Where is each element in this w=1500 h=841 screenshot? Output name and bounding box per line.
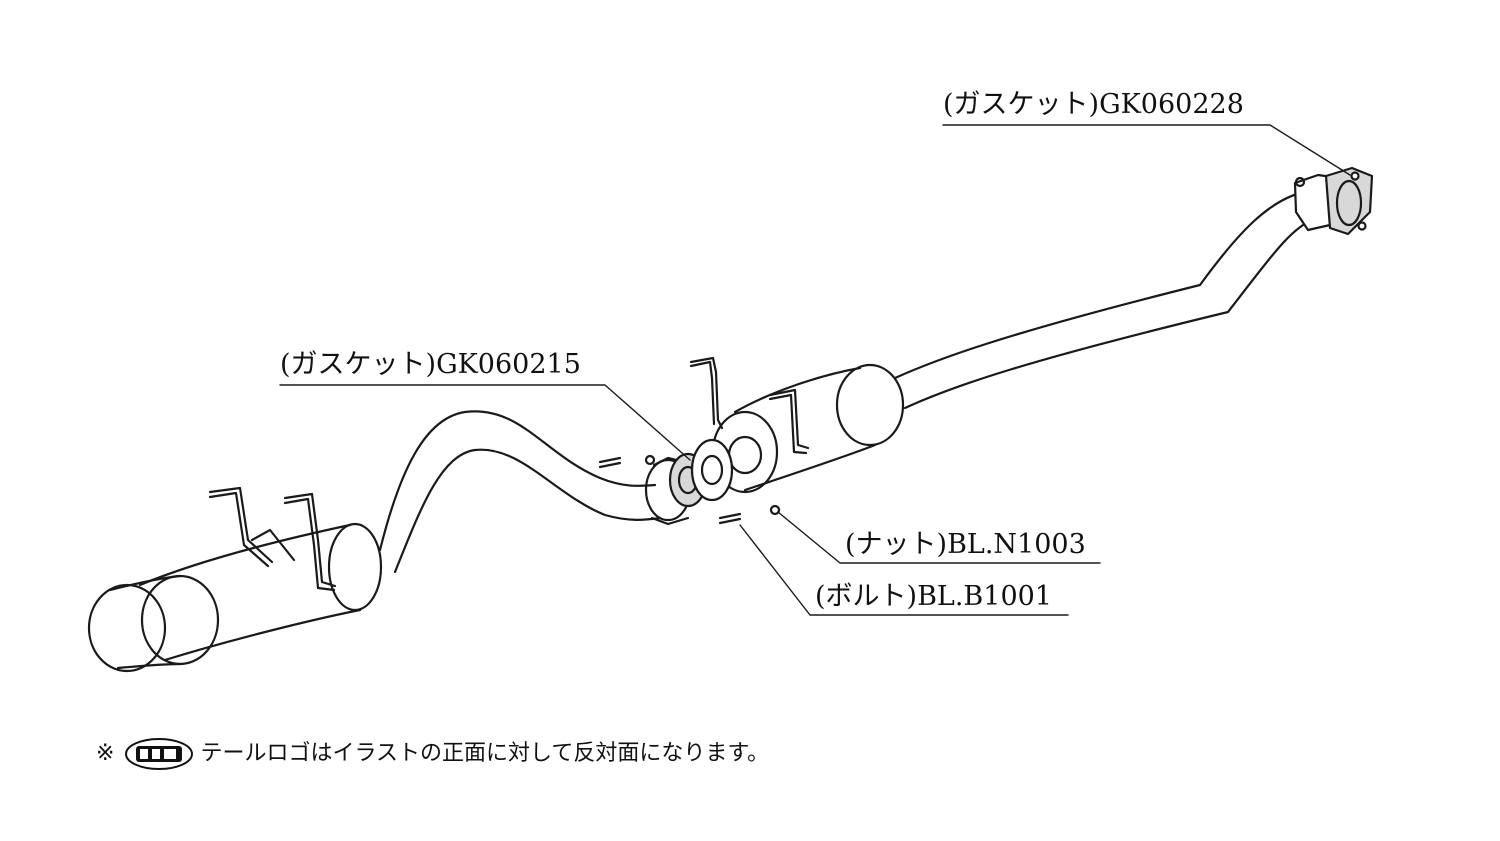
- callout-nut: (ナット)BL.N1003: [845, 529, 1086, 560]
- rear-muffler: [138, 522, 383, 662]
- leader-bolt: [739, 524, 1069, 616]
- callout-gasket-front: (ガスケット)GK060228: [943, 89, 1244, 120]
- note-text: テールロゴはイラストの正面に対して反対面になります。: [200, 741, 770, 766]
- leader-gasket-mid: [279, 384, 691, 461]
- gasket-mid: [668, 438, 734, 508]
- center-muffler: [711, 363, 905, 494]
- callout-gasket-mid: (ガスケット)GK060215: [280, 349, 581, 380]
- leader-gasket-front: [942, 124, 1351, 176]
- rear-hanger: [208, 486, 337, 592]
- gasket-front: [1324, 166, 1374, 236]
- leader-lines: [279, 124, 1351, 616]
- brand-logo-icon: [125, 738, 194, 770]
- callout-bolt: (ボルト)BL.B1001: [815, 581, 1052, 612]
- rear-pipe: [378, 410, 662, 574]
- front-pipe: [893, 190, 1318, 410]
- center-hanger: [689, 356, 810, 455]
- tail-tip: [87, 574, 220, 673]
- leader-nut: [777, 511, 1101, 564]
- tail-logo-note: ※ テールロゴはイラストの正面に対して反対面になります。: [96, 737, 769, 771]
- note-mark: ※: [96, 741, 115, 766]
- bolts-and-nuts: [598, 454, 781, 525]
